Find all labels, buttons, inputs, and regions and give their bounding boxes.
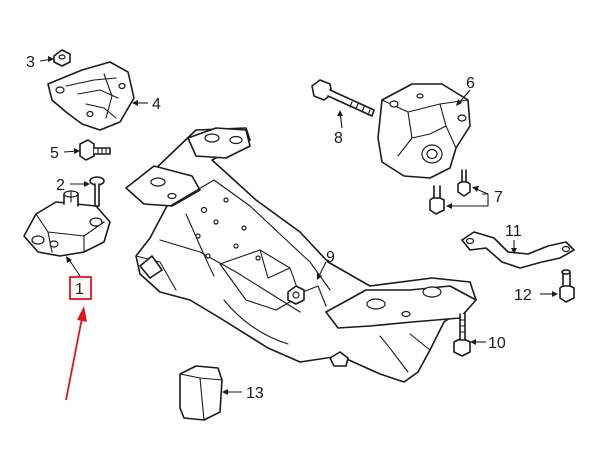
bolt-7-lower-part bbox=[429, 185, 445, 215]
subframe-part bbox=[125, 127, 477, 383]
callout-9: 9 bbox=[326, 249, 335, 266]
callout-10: 10 bbox=[488, 335, 506, 352]
callout-8: 8 bbox=[334, 130, 343, 147]
callout-6: 6 bbox=[466, 75, 475, 92]
bumper-block-part bbox=[179, 365, 223, 421]
leader-lines bbox=[39, 56, 558, 395]
callout-11: 11 bbox=[505, 223, 522, 240]
strap-bracket-part bbox=[461, 231, 575, 269]
bolt-7-upper-part bbox=[457, 169, 471, 197]
callout-7: 7 bbox=[494, 189, 503, 206]
callout-3: 3 bbox=[26, 54, 35, 71]
callout-4: 4 bbox=[152, 96, 161, 113]
callout-labels: 3 4 5 2 1 6 8 7 9 11 12 10 13 bbox=[26, 54, 532, 402]
callout-1: 1 bbox=[75, 281, 84, 298]
highlight-arrow-line bbox=[65, 317, 83, 401]
highlight-arrow-head bbox=[77, 306, 87, 322]
nut-3-part bbox=[53, 49, 71, 67]
callout-12: 12 bbox=[514, 287, 532, 304]
highlight-group bbox=[65, 276, 92, 401]
long-bolt-8-part bbox=[311, 79, 375, 117]
bracket-4-part bbox=[47, 61, 135, 131]
bolt-2-part bbox=[89, 176, 105, 207]
callout-13: 13 bbox=[246, 385, 264, 402]
highlight-box bbox=[69, 276, 92, 300]
engine-mount-part bbox=[23, 190, 111, 257]
callout-2: 2 bbox=[56, 177, 65, 194]
callout-5: 5 bbox=[50, 145, 59, 162]
bolt-10-part bbox=[453, 313, 471, 357]
bolt-12-part bbox=[559, 269, 575, 303]
bolt-5-part bbox=[79, 139, 111, 161]
transmission-mount-part bbox=[377, 83, 471, 179]
